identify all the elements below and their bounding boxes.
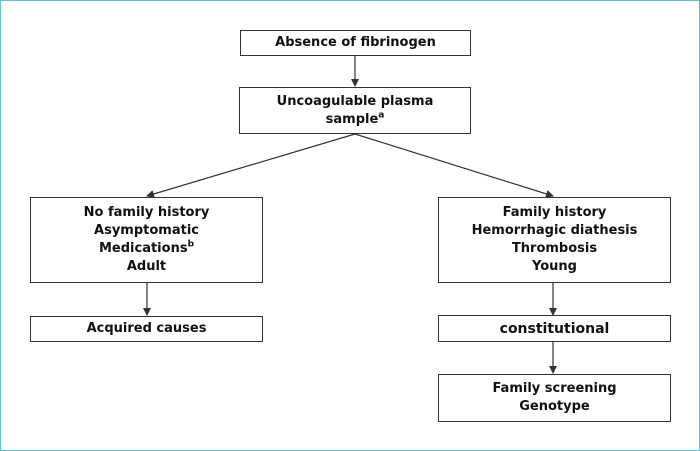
acquired-causes-box: Acquired causes	[30, 316, 263, 342]
arrow-sample-to-right	[354, 133, 554, 198]
family-screening-box: Family screening Genotype	[438, 374, 671, 422]
family-history-box: Family history Hemorrhagic diathesis Thr…	[438, 197, 671, 283]
sample-line1: Uncoagulable plasma	[276, 93, 434, 109]
left-line2: Asymptomatic	[94, 223, 199, 238]
constitutional-label: constitutional	[499, 320, 610, 337]
sample-footnote-a: a	[378, 110, 385, 121]
absence-of-fibrinogen-box: Absence of fibrinogen	[240, 30, 471, 56]
no-family-history-box: No family history Asymptomatic Medicatio…	[30, 197, 263, 283]
left-line1: No family history	[83, 205, 210, 220]
family-screening-line2: Genotype	[519, 399, 590, 414]
family-screening-line1: Family screening	[492, 381, 617, 396]
constitutional-box: constitutional	[438, 315, 671, 342]
left-line3-wrap: Medicationsb	[99, 240, 194, 258]
left-line4: Adult	[126, 259, 167, 274]
right-line1: Family history	[502, 205, 607, 220]
acquired-causes-label: Acquired causes	[86, 321, 207, 336]
sample-line2-wrap: samplea	[326, 111, 385, 129]
absence-of-fibrinogen-label: Absence of fibrinogen	[275, 35, 436, 50]
left-line3: Medications	[98, 241, 188, 256]
left-footnote-b: b	[187, 239, 195, 250]
right-line2: Hemorrhagic diathesis	[471, 223, 638, 238]
right-line3: Thrombosis	[511, 241, 598, 256]
sample-line2: sample	[325, 111, 379, 127]
uncoagulable-plasma-box: Uncoagulable plasma samplea	[239, 87, 471, 134]
arrow-sample-to-left	[146, 133, 356, 198]
right-line4: Young	[532, 259, 577, 274]
